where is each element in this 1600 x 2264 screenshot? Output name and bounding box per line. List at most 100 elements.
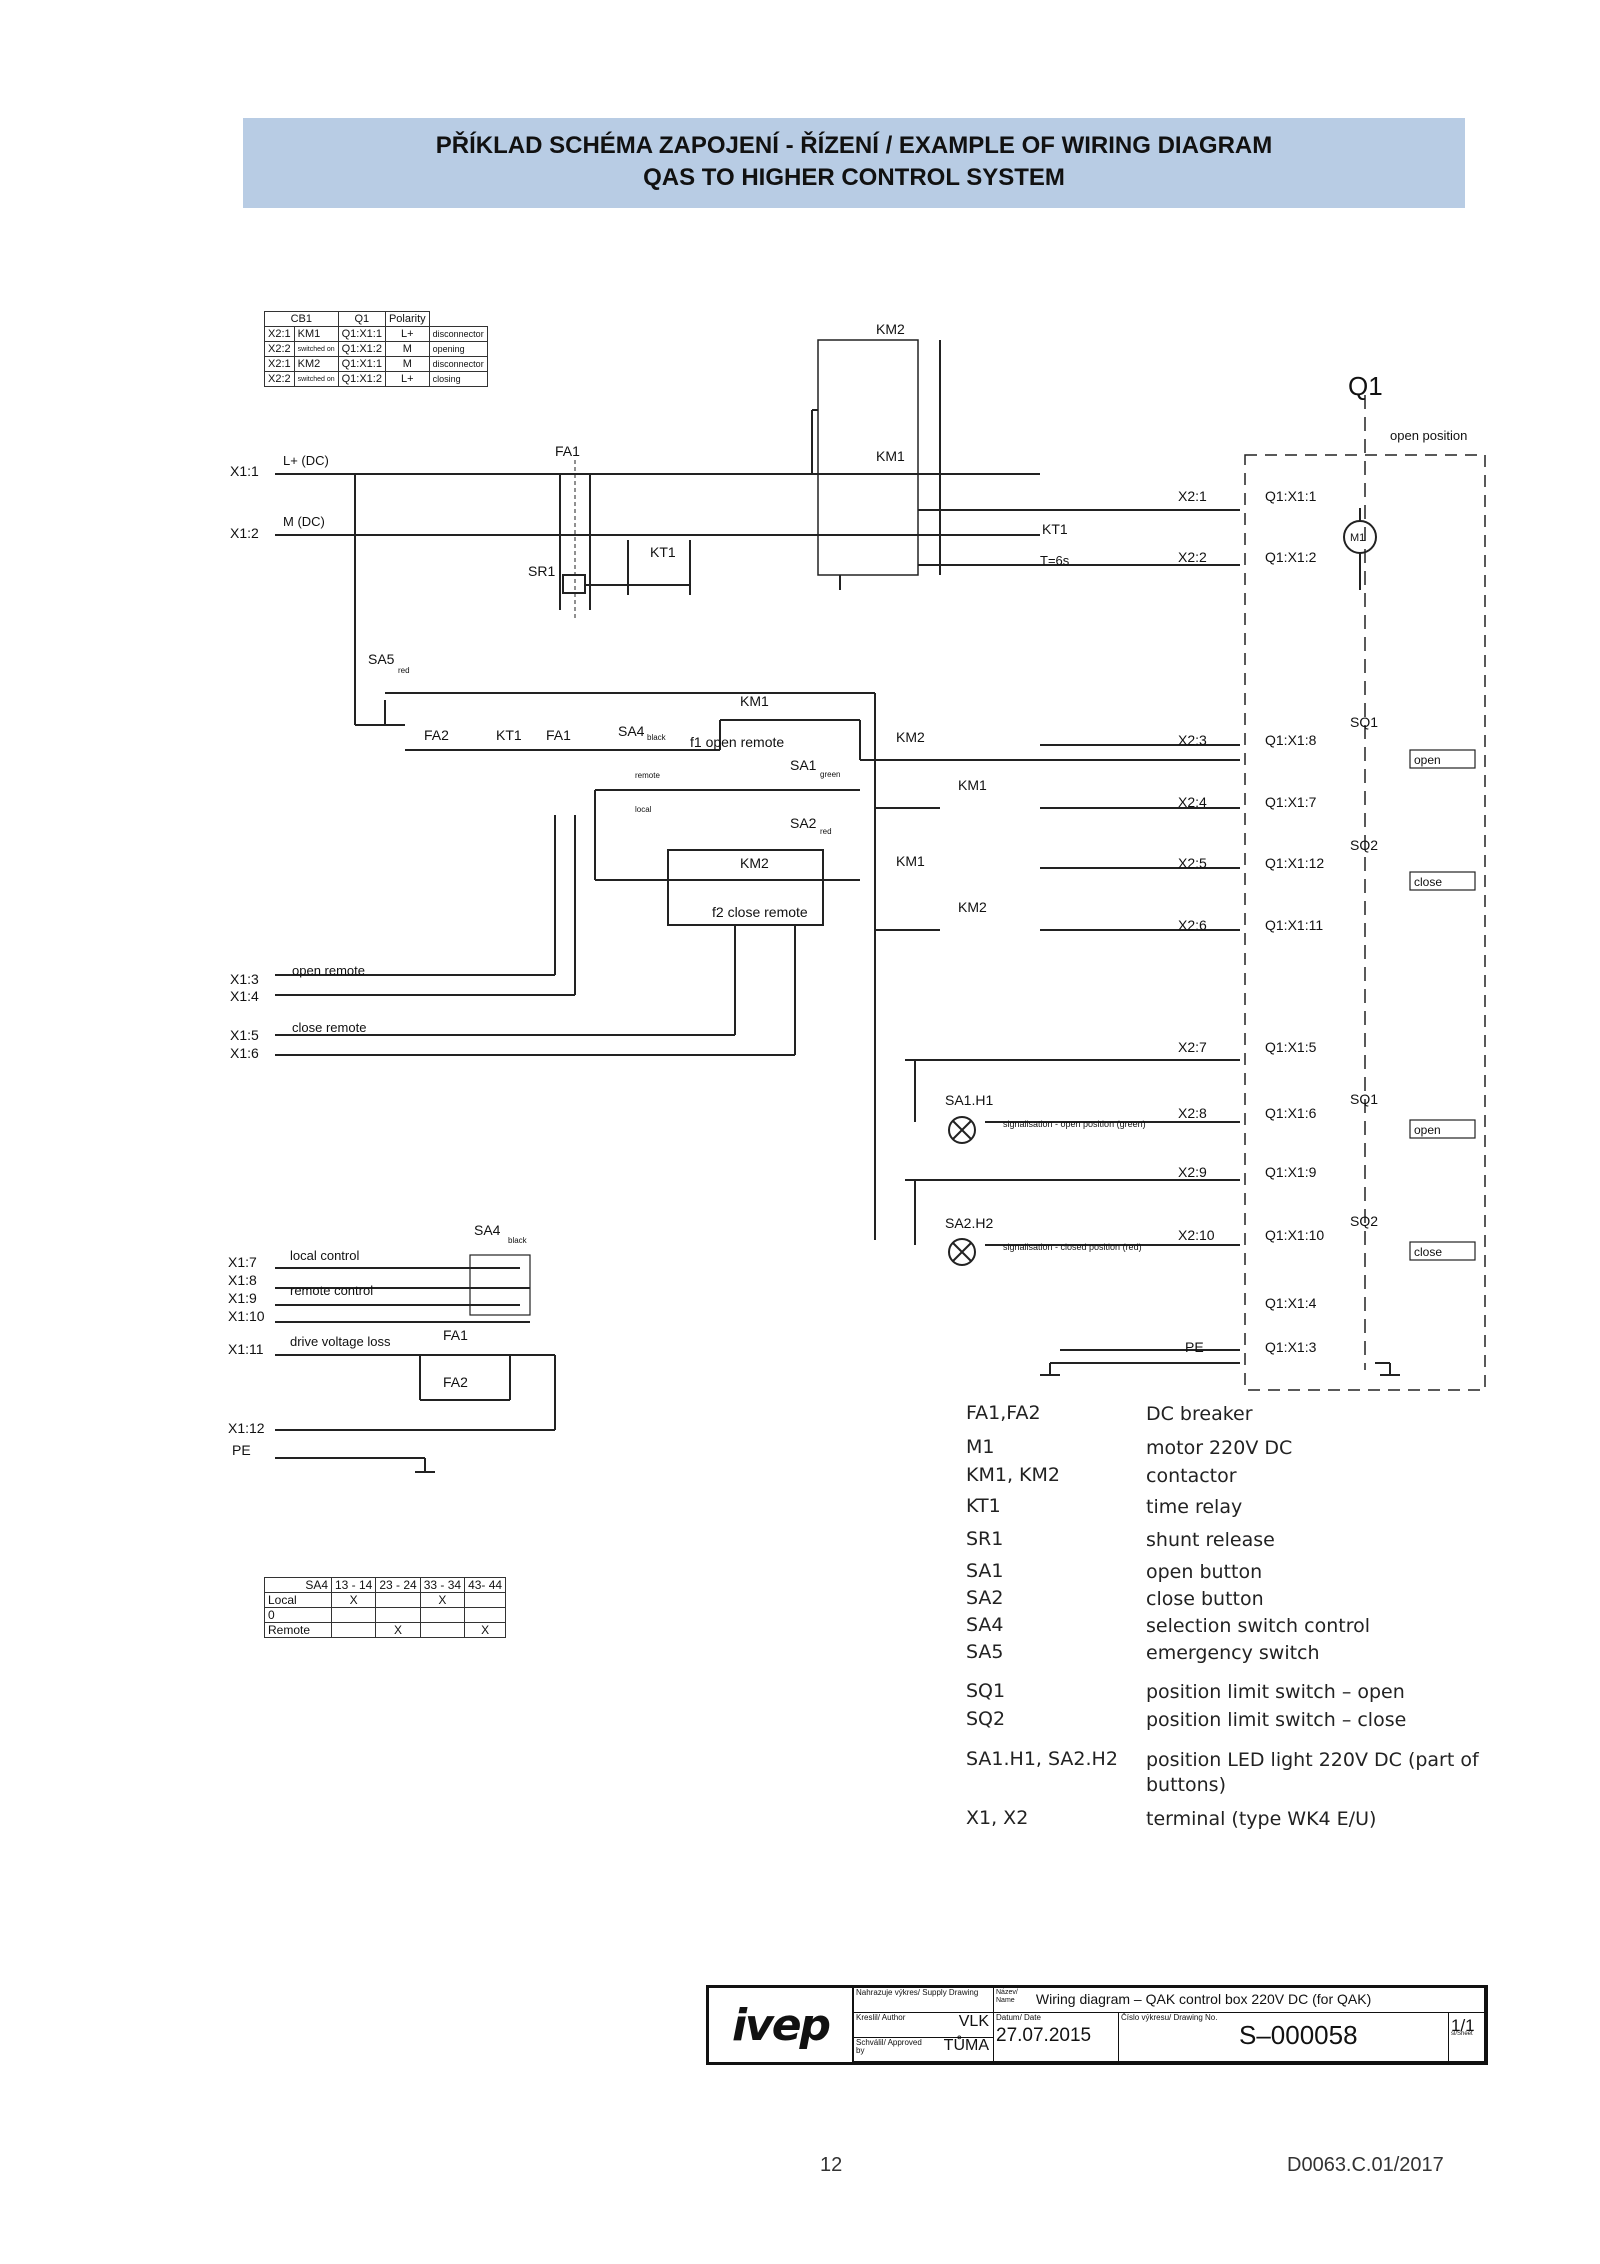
pe-left-label: PE xyxy=(232,1442,251,1458)
author-cell: Kreslil/ Author VLK xyxy=(854,2013,994,2038)
q1-x1-2: Q1:X1:2 xyxy=(1265,549,1317,565)
polarity-table: CB1 Q1 Polarity X2:1 KM1 Q1:X1:1 L+ disc… xyxy=(264,311,488,387)
q1-x1-5: Q1:X1:5 xyxy=(1265,1039,1317,1055)
sheet-label: sl/Sheet xyxy=(1451,2031,1473,2037)
sa1-h1-label: SA1.H1 xyxy=(945,1092,993,1108)
sq1-sig-label: SQ1 xyxy=(1350,1091,1378,1107)
drawing-name: Wiring diagram – QAK control box 220V DC… xyxy=(1035,1991,1372,2007)
sr1-label: SR1 xyxy=(528,563,555,579)
approved-label: Schválil/ Approved by xyxy=(856,2038,922,2055)
q1-label: Q1 xyxy=(1348,371,1383,401)
drawing-number-cell: Číslo výkresu/ Drawing No. S–000058 xyxy=(1119,2013,1449,2062)
sa4-remote: remote xyxy=(635,771,660,780)
terminal-x1-3: X1:3 xyxy=(230,971,259,987)
x2-2: X2:2 xyxy=(1178,549,1207,565)
terminal-x1-1: X1:1 xyxy=(230,463,259,479)
q1-x1-11: Q1:X1:11 xyxy=(1265,917,1323,933)
open-position-label: open position xyxy=(1390,428,1467,443)
legend-value: position limit switch – close xyxy=(1146,1709,1407,1731)
polarity-note: closing xyxy=(428,371,488,387)
terminal-x1-7: X1:7 xyxy=(228,1254,257,1270)
x2-3: X2:3 xyxy=(1178,732,1207,748)
legend-value: terminal (type WK4 E/U) xyxy=(1146,1808,1377,1830)
x2-8: X2:8 xyxy=(1178,1105,1207,1121)
legend-value: position LED light 220V DC (part of butt… xyxy=(1146,1749,1479,1796)
legend-value: time relay xyxy=(1146,1496,1243,1518)
polarity-cell: Q1:X1:1 xyxy=(337,326,386,342)
sa4-switch-label: SA4 xyxy=(474,1222,501,1238)
date-value: 27.07.2015 xyxy=(996,2025,1092,2046)
terminal-x1-6: X1:6 xyxy=(230,1045,259,1061)
sa4-switch-color: black xyxy=(508,1236,528,1245)
close-box-1: close xyxy=(1414,875,1442,889)
x2-9: X2:9 xyxy=(1178,1164,1207,1180)
logo-text: ivep xyxy=(731,1999,831,2051)
legend-value: selection switch control xyxy=(1146,1615,1370,1637)
approved-cell: Schválil/ Approved by TŮMA xyxy=(854,2038,994,2062)
x2-6: X2:6 xyxy=(1178,917,1207,933)
sa4-table-header: 33 - 34 xyxy=(419,1577,466,1593)
fa2-lower-label: FA2 xyxy=(443,1374,468,1390)
legend-key: SA4 xyxy=(966,1614,1004,1636)
q1-x1-9: Q1:X1:9 xyxy=(1265,1164,1317,1180)
km2-hold-label: KM2 xyxy=(740,855,769,871)
polarity-cell: X2:1 xyxy=(264,356,295,372)
supply-drawing-cell: Nahrazuje výkres/ Supply Drawing xyxy=(854,1988,994,2013)
sa4-table-row-label: 0 xyxy=(264,1607,332,1623)
legend-value: open button xyxy=(1146,1561,1263,1583)
legend-key: X1, X2 xyxy=(966,1807,1029,1829)
sa4-table-cell xyxy=(464,1592,507,1608)
author-value: VLK xyxy=(958,2013,989,2030)
drawing-number-label: Číslo výkresu/ Drawing No. xyxy=(1121,2013,1218,2022)
legend-value: emergency switch xyxy=(1146,1642,1320,1664)
sa4-contact-table: SA4 13 - 14 23 - 24 33 - 34 43- 44 Local… xyxy=(264,1577,507,1638)
sa4-table-row-label: Local xyxy=(264,1592,332,1608)
sa4-table-header: SA4 xyxy=(264,1577,332,1593)
legend-value: contactor xyxy=(1146,1465,1237,1487)
m-dc-label: M (DC) xyxy=(283,514,325,529)
x2-5: X2:5 xyxy=(1178,855,1207,871)
km2-interlock-label: KM2 xyxy=(896,729,925,745)
motor-label: M1 xyxy=(1350,532,1365,544)
sig-closed-label: signalisation - closed position (red) xyxy=(1003,1242,1142,1252)
sq2-label: SQ2 xyxy=(1350,837,1378,853)
km2-top-label: KM2 xyxy=(876,321,905,337)
legend-value: position limit switch – open xyxy=(1146,1681,1405,1703)
sa4-table-header: 13 - 14 xyxy=(330,1577,377,1593)
author-label: Kreslil/ Author xyxy=(856,2013,906,2022)
sheet-value: 1/1 xyxy=(1451,2016,1475,2035)
name-cell: Název/ Name Wiring diagram – QAK control… xyxy=(994,1988,1485,2013)
sig-open-label: signalisation - open position (green) xyxy=(1003,1119,1146,1129)
kt1-contact-label: KT1 xyxy=(496,727,522,743)
kt1-time: T=6s xyxy=(1040,553,1070,568)
sa2-h2-label: SA2.H2 xyxy=(945,1215,993,1231)
approved-value: TŮMA xyxy=(943,2037,989,2054)
sa4-color: black xyxy=(647,733,667,742)
sa1-color: green xyxy=(820,770,840,779)
sa2-label: SA2 xyxy=(790,815,817,831)
terminal-x1-11: X1:11 xyxy=(228,1341,264,1357)
legend-value: DC breaker xyxy=(1146,1403,1253,1425)
sq2-sig-label: SQ2 xyxy=(1350,1213,1378,1229)
q1-x1-3: Q1:X1:3 xyxy=(1265,1339,1317,1355)
q1-x1-1: Q1:X1:1 xyxy=(1265,488,1317,504)
open-remote-label: open remote xyxy=(292,963,365,978)
sa4-table-cell xyxy=(330,1622,377,1638)
terminal-x1-2: X1:2 xyxy=(230,525,259,541)
terminal-x1-12: X1:12 xyxy=(228,1420,265,1436)
close-box-2: close xyxy=(1414,1245,1442,1259)
sa4-table-cell: X xyxy=(330,1592,377,1608)
header-title-line1: PŘÍKLAD SCHÉMA ZAPOJENÍ - ŘÍZENÍ / EXAMP… xyxy=(435,132,1273,159)
pe-right-label: PE xyxy=(1185,1339,1204,1355)
legend-value: shunt release xyxy=(1146,1529,1275,1551)
sa4-table-cell: X xyxy=(464,1622,507,1638)
header-title-line2: QAS TO HIGHER CONTROL SYSTEM xyxy=(643,164,1065,191)
sa4-table-cell xyxy=(330,1607,377,1623)
fa1-contact-label: FA1 xyxy=(546,727,571,743)
polarity-table-header: Polarity xyxy=(384,311,430,327)
fa1-label: FA1 xyxy=(555,443,580,459)
sa4-table-row-label: Remote xyxy=(264,1622,332,1638)
sa5-label: SA5 xyxy=(368,651,395,667)
q1-x1-12: Q1:X1:12 xyxy=(1265,855,1324,871)
